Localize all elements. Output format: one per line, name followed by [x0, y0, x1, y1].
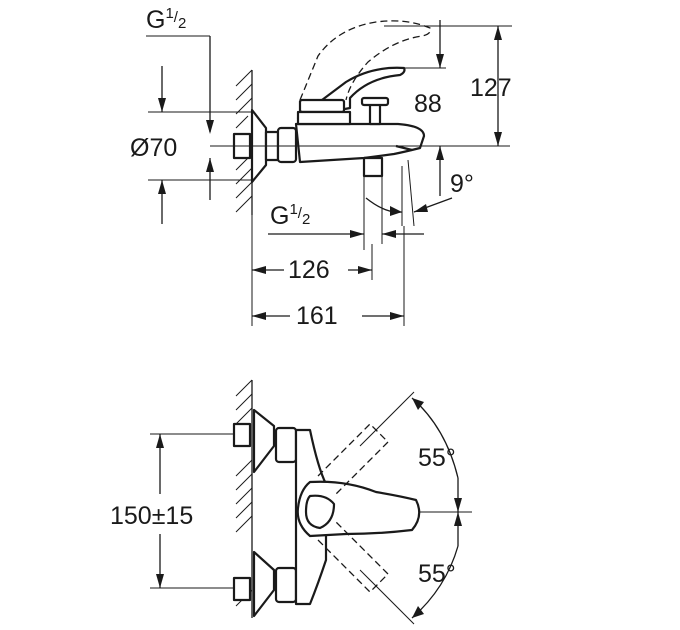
- depth-total-label: 161: [296, 302, 338, 330]
- height-dimensions: [384, 20, 512, 196]
- thread-top-label: G1/2: [146, 5, 186, 34]
- front-connector-top: [232, 408, 298, 474]
- height-total-label: 127: [470, 74, 512, 102]
- spout-angle-label: 9°: [450, 170, 474, 198]
- thread-outlet-label: G1/2: [270, 201, 310, 230]
- lever-angle-down-label: 55°: [418, 560, 456, 588]
- diameter-dimension: [148, 66, 254, 224]
- lever-angle-up-label: 55°: [418, 444, 456, 472]
- lever-logo: [304, 494, 336, 530]
- rosette-diameter-label: Ø70: [130, 134, 177, 162]
- mixer-body: [294, 96, 426, 178]
- center-distance-dimension: [150, 433, 234, 589]
- lever-dashed-down: [317, 521, 389, 593]
- front-connector-bottom: [232, 550, 298, 618]
- depth-dimensions: [251, 215, 405, 326]
- center-distance-label: 150±15: [110, 502, 193, 530]
- lever-dashed-up: [317, 423, 389, 495]
- wall-hatch-bottom: [235, 379, 253, 618]
- thread-top-dimension: [146, 35, 214, 200]
- side-view: G1/2 Ø70 127 88 9° G1/2 126 161: [130, 5, 512, 330]
- spout-angle-dimension: [365, 159, 453, 227]
- lever-dashed-open: [299, 20, 431, 101]
- mixer-lever: [296, 66, 406, 126]
- front-view: 150±15 55° 55°: [110, 379, 472, 625]
- depth-outlet-label: 126: [288, 256, 330, 284]
- thread-outlet-dimension: [268, 176, 424, 250]
- height-spout-label: 88: [414, 90, 442, 118]
- lever-angle-dimensions: [359, 391, 472, 625]
